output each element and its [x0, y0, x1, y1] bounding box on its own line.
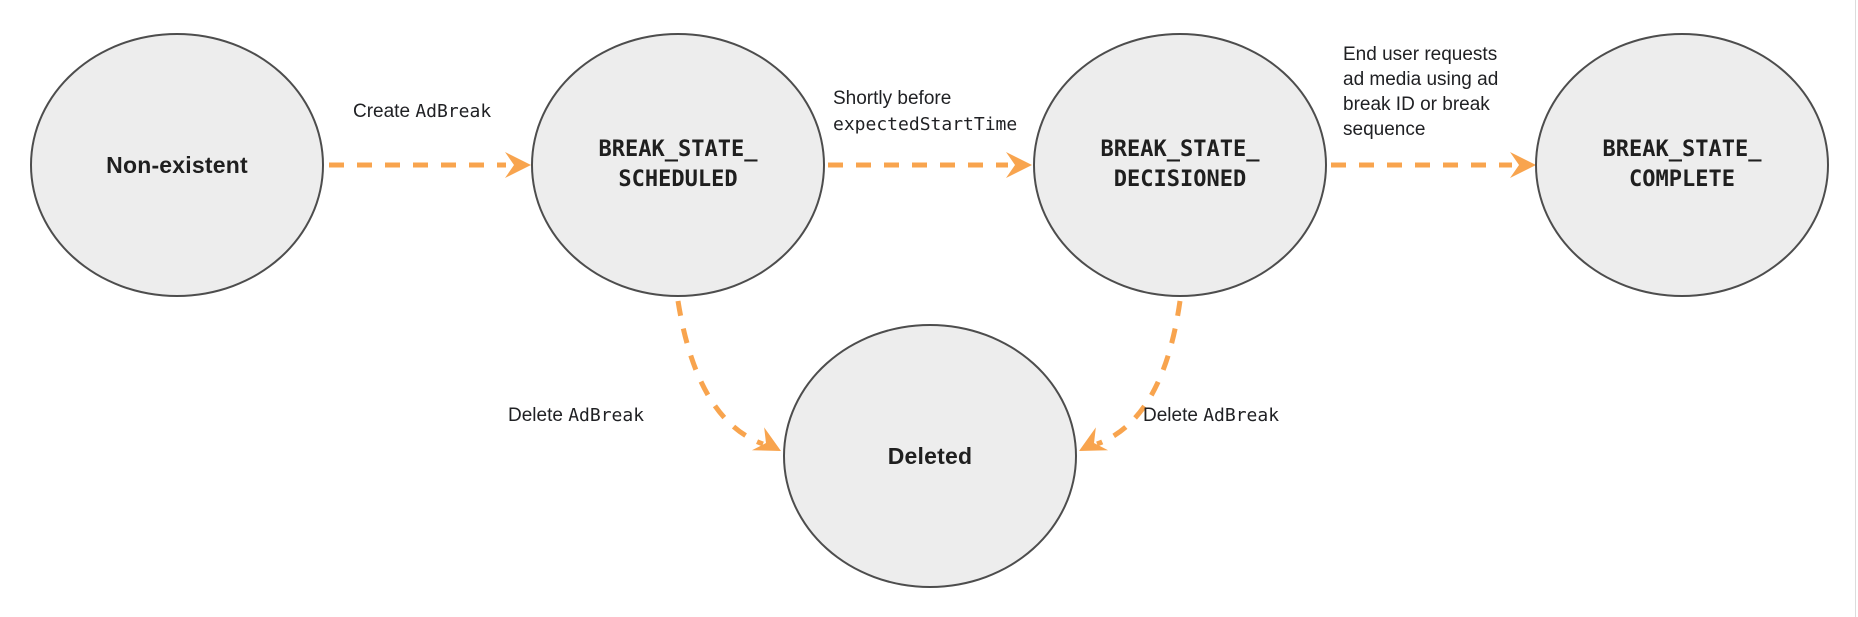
state-node-break-state-decisioned: BREAK_STATE_ DECISIONED: [1033, 33, 1327, 297]
transition-label-text: ad media using ad: [1343, 69, 1499, 90]
state-label: Deleted: [887, 442, 973, 469]
transition-label-text: sequence: [1343, 119, 1426, 140]
state-label-line1: BREAK_STATE_: [598, 137, 758, 162]
transition-label-code: expectedStartTime: [833, 114, 1018, 135]
state-node-break-state-complete: BREAK_STATE_ COMPLETE: [1535, 33, 1829, 297]
state-node-non-existent: Non-existent: [30, 33, 324, 297]
state-node-break-state-scheduled: BREAK_STATE_ SCHEDULED: [531, 33, 825, 297]
arrowhead-icon: [505, 152, 531, 178]
transition-label-text: Create: [353, 101, 416, 122]
transition-label-text: Delete: [508, 405, 569, 426]
transition-label-code: AdBreak: [568, 405, 645, 426]
transition-label-delete-adbreak-right: Delete AdBreak: [1143, 403, 1279, 429]
transition-label-end-user-request: End user requests ad media using ad brea…: [1343, 42, 1498, 142]
page-edge-line: [1855, 0, 1856, 617]
transition-label-text: End user requests: [1343, 44, 1498, 65]
state-label-line2: SCHEDULED: [618, 167, 738, 192]
state-label-line1: BREAK_STATE_: [1602, 137, 1762, 162]
state-label-line1: BREAK_STATE_: [1100, 137, 1260, 162]
transition-label-text: break ID or break: [1343, 94, 1490, 115]
state-label: Non-existent: [106, 151, 248, 178]
transition-label-delete-adbreak-left: Delete AdBreak: [508, 403, 644, 429]
transition-label-text: Shortly before: [833, 88, 952, 109]
transition-label-code: AdBreak: [1203, 405, 1280, 426]
arrowhead-icon: [1079, 427, 1109, 451]
transition-label-text: Delete: [1143, 405, 1204, 426]
transition-label-code: AdBreak: [415, 101, 492, 122]
arrowhead-icon: [751, 427, 781, 451]
arrow-delete-from-scheduled: [675, 300, 764, 447]
state-node-deleted: Deleted: [783, 324, 1077, 588]
transition-label-shortly-before: Shortly before expectedStartTime: [833, 86, 1017, 138]
transition-label-create-adbreak: Create AdBreak: [353, 99, 491, 125]
arrowhead-icon: [1006, 152, 1032, 178]
state-label-line2: DECISIONED: [1113, 167, 1247, 192]
arrowhead-icon: [1510, 152, 1536, 178]
state-label-line2: COMPLETE: [1629, 167, 1735, 192]
